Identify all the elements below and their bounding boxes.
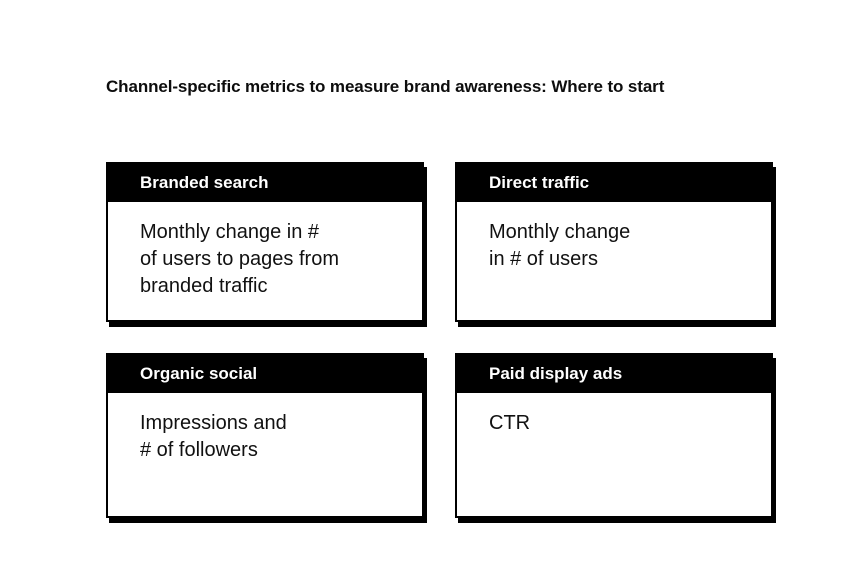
- card-header-label: Branded search: [140, 173, 269, 192]
- card-direct-traffic-body: Monthly change in # of users: [457, 202, 771, 320]
- card-paid-display-ads-body: CTR: [457, 393, 771, 516]
- card-body-text: Monthly change in # of users to pages fr…: [140, 221, 339, 297]
- card-body-text: Impressions and # of followers: [140, 412, 287, 461]
- card-body-text: Monthly change in # of users: [489, 221, 631, 270]
- card-header-label: Paid display ads: [489, 364, 623, 383]
- page-title: Channel-specific metrics to measure bran…: [106, 77, 665, 96]
- card-organic-social: Organic social Impressions and # of foll…: [106, 353, 424, 518]
- card-organic-social-header: Organic social: [108, 355, 422, 393]
- card-header-label: Direct traffic: [489, 173, 590, 192]
- card-branded-search-header: Branded search: [108, 164, 422, 202]
- card-body-text: CTR: [489, 412, 531, 434]
- card-direct-traffic-header: Direct traffic: [457, 164, 771, 202]
- card-branded-search: Branded search Monthly change in # of us…: [106, 162, 424, 322]
- card-header-label: Organic social: [140, 364, 258, 383]
- metrics-cards-grid: Branded search Monthly change in # of us…: [106, 162, 773, 518]
- card-paid-display-ads: Paid display ads CTR: [455, 353, 773, 518]
- card-direct-traffic: Direct traffic Monthly change in # of us…: [455, 162, 773, 322]
- card-branded-search-body: Monthly change in # of users to pages fr…: [108, 202, 422, 320]
- card-paid-display-ads-header: Paid display ads: [457, 355, 771, 393]
- card-organic-social-body: Impressions and # of followers: [108, 393, 422, 516]
